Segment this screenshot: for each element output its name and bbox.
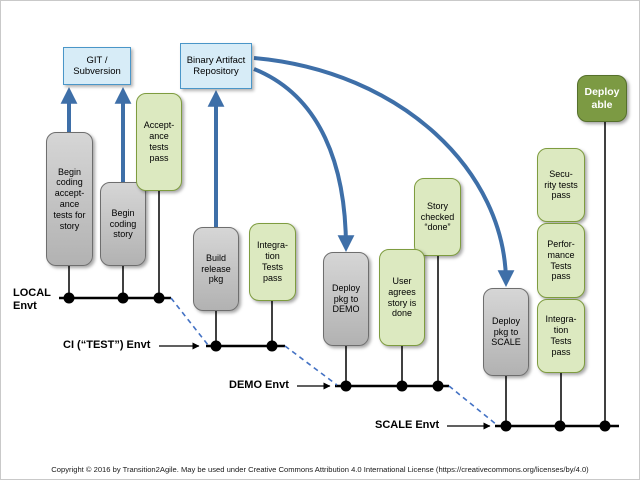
user-agrees-story-done-box: User agrees story is done	[379, 249, 425, 346]
promotion-dashed-lines	[170, 297, 498, 426]
build-release-pkg-box: Build release pkg	[193, 227, 239, 311]
env-label-ci: CI (“TEST”) Envt	[63, 339, 151, 351]
env-label-scale: SCALE Envt	[375, 419, 440, 431]
begin-coding-story-box: Begin coding story	[100, 182, 146, 266]
milestone-dots	[63, 292, 611, 432]
begin-coding-acceptance-tests-box: Begin coding accept- ance tests for stor…	[46, 132, 93, 266]
deploy-arrows	[253, 56, 515, 287]
git-subversion-box: GIT / Subversion	[63, 47, 131, 85]
story-checked-done-box: Story checked “done”	[414, 178, 461, 256]
env-label-arrows	[159, 342, 491, 430]
deploy-pkg-to-demo-box: Deploy pkg to DEMO	[323, 252, 369, 346]
acceptance-tests-pass-box: Accept- ance tests pass	[136, 93, 182, 191]
box-to-dot-connectors	[68, 122, 606, 421]
env-label-local: LOCAL Envt	[13, 287, 51, 312]
deployable-box: Deploy able	[577, 75, 627, 122]
copyright-text: Copyright © 2016 by Transition2Agile. Ma…	[51, 465, 589, 474]
security-tests-pass-box: Secu- rity tests pass	[537, 148, 585, 222]
performance-tests-pass-box: Perfor- mance Tests pass	[537, 223, 585, 298]
binary-artifact-repository-box: Binary Artifact Repository	[180, 43, 252, 89]
env-label-demo: DEMO Envt	[229, 379, 289, 391]
deploy-arrow-demo	[253, 67, 355, 252]
commit-arrows	[60, 87, 225, 227]
integration-tests-pass-scale-box: Integra- tion Tests pass	[537, 299, 585, 373]
deploy-arrow-scale	[253, 56, 515, 287]
deploy-pkg-to-scale-box: Deploy pkg to SCALE	[483, 288, 529, 376]
integration-tests-pass-ci-box: Integra- tion Tests pass	[249, 223, 296, 301]
